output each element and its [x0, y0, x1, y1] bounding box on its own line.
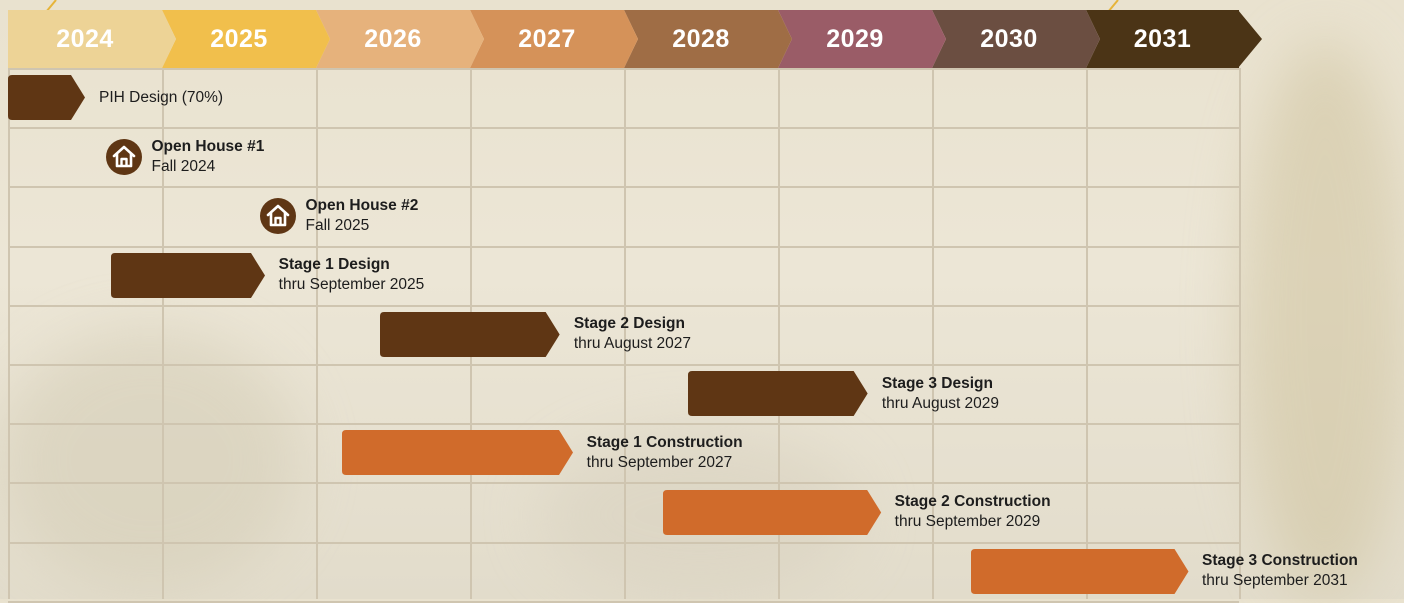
grid-row-line	[8, 482, 1239, 484]
header-chevron	[932, 10, 946, 68]
grid-row-line	[8, 127, 1239, 129]
task-title: Open House #2	[305, 197, 419, 214]
task-label: Stage 1 Construction thru September 2027	[587, 433, 743, 473]
house-icon	[259, 198, 296, 234]
task-subtitle: thru August 2029	[881, 394, 1000, 412]
task-label: Stage 2 Design thru August 2027	[574, 314, 691, 354]
task-bar	[341, 430, 573, 476]
year-2029: 2029	[778, 10, 932, 68]
grid-column-line	[316, 68, 318, 599]
grid-row-line	[8, 186, 1239, 188]
header-chevron	[778, 10, 792, 68]
task-subtitle: thru September 2025	[278, 276, 425, 294]
task-subtitle: Fall 2025	[305, 217, 370, 234]
background-foliage	[1240, 40, 1404, 600]
year-2030: 2030	[932, 10, 1086, 68]
grid-row-line	[8, 68, 1239, 70]
task-bar	[688, 371, 868, 417]
grid-column-line	[162, 68, 164, 599]
task-title: Stage 3 Design	[881, 374, 993, 392]
task-label: PIH Design (70%)	[99, 88, 223, 108]
year-2025: 2025	[162, 10, 316, 68]
task-bar	[110, 252, 265, 298]
header-chevron	[624, 10, 638, 68]
task-label: Stage 2 Construction thru September 2029	[895, 492, 1051, 532]
grid-column-line	[778, 68, 780, 599]
header-chevron	[316, 10, 330, 68]
task-bar	[8, 75, 85, 121]
grid-column-line	[1086, 68, 1088, 599]
task-title: Open House #1	[151, 137, 265, 155]
year-2028: 2028	[624, 10, 778, 68]
task-title: PIH Design (70%)	[99, 88, 224, 106]
year-2026: 2026	[316, 10, 470, 68]
year-2031: 2031	[1086, 10, 1239, 68]
task-label: Open House #1 Fall 2024	[152, 137, 265, 177]
task-subtitle: thru August 2027	[573, 335, 692, 353]
task-bar	[380, 311, 560, 357]
background-foliage	[0, 330, 300, 590]
task-title: Stage 2 Construction	[894, 493, 1051, 510]
task-label: Stage 3 Design thru August 2029	[882, 374, 999, 414]
header-arrow-tip	[1238, 10, 1262, 68]
task-subtitle: thru September 2031	[1202, 572, 1348, 590]
grid-row-line	[8, 601, 1239, 603]
task-title: Stage 1 Construction	[586, 433, 743, 451]
grid-row-line	[8, 542, 1239, 544]
grid-column-line	[624, 68, 626, 599]
task-label: Stage 3 Construction thru September 2031	[1202, 551, 1358, 591]
task-subtitle: thru September 2029	[894, 513, 1041, 530]
grid-column-line	[8, 68, 10, 599]
task-bar	[662, 489, 881, 535]
task-bar	[970, 548, 1188, 594]
task-title: Stage 1 Design	[278, 256, 390, 274]
grid-row-line	[8, 423, 1239, 425]
task-title: Stage 2 Design	[573, 315, 685, 333]
task-label: Open House #2 Fall 2025	[306, 196, 419, 236]
header-chevron	[162, 10, 176, 68]
grid-column-line	[1239, 68, 1241, 599]
grid-row-line	[8, 364, 1239, 366]
task-label: Stage 1 Design thru September 2025	[279, 255, 425, 295]
grid-row-line	[8, 246, 1239, 248]
header-chevron	[1086, 10, 1100, 68]
grid-column-line	[932, 68, 934, 599]
house-icon	[105, 138, 142, 175]
year-2027: 2027	[470, 10, 624, 68]
header-chevron	[470, 10, 484, 68]
task-subtitle: Fall 2024	[151, 157, 216, 175]
grid-row-line	[8, 305, 1239, 307]
year-2024: 2024	[8, 10, 162, 68]
task-title: Stage 3 Construction	[1202, 552, 1358, 570]
task-subtitle: thru September 2027	[586, 453, 733, 471]
